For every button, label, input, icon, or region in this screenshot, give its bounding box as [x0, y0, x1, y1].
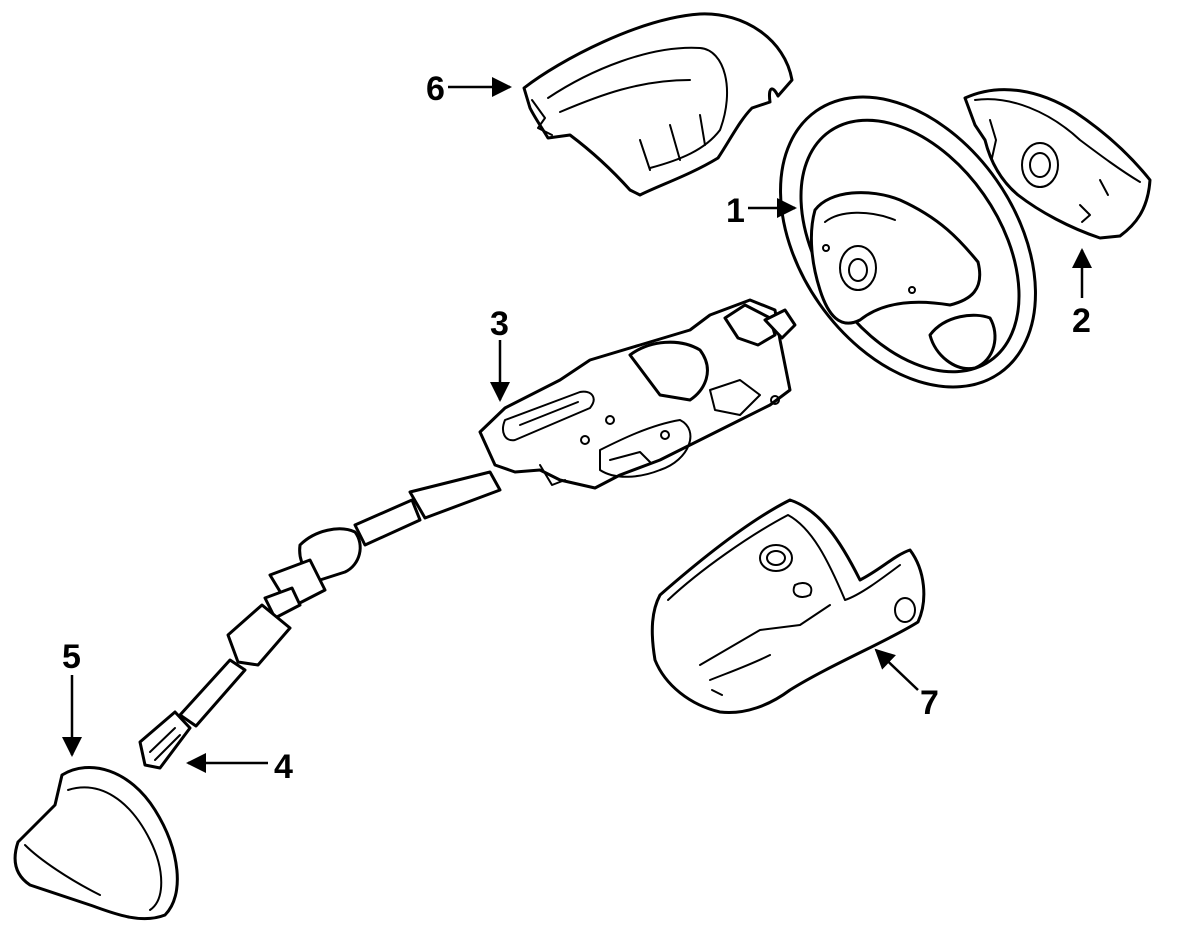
- callout-leaders: [62, 77, 1092, 773]
- callout-7: 7: [920, 684, 939, 722]
- boot-seal-part: [13, 766, 179, 921]
- upper-shroud-part: [522, 12, 794, 197]
- callout-6: 6: [426, 70, 445, 108]
- callout-labels: 6 1 2 3 5 4 7: [62, 70, 1091, 786]
- airbag-module-part: [963, 88, 1152, 240]
- callout-1: 1: [726, 192, 745, 230]
- intermediate-shaft-part: [138, 470, 502, 770]
- callout-3: 3: [490, 305, 509, 343]
- lower-shroud-part: [650, 498, 926, 715]
- callout-2: 2: [1072, 302, 1091, 340]
- callout-4: 4: [274, 748, 293, 786]
- steering-wheel-part: [779, 95, 1037, 389]
- steering-column-part: [478, 298, 797, 490]
- callout-5: 5: [62, 638, 81, 676]
- leader-7: [874, 648, 919, 691]
